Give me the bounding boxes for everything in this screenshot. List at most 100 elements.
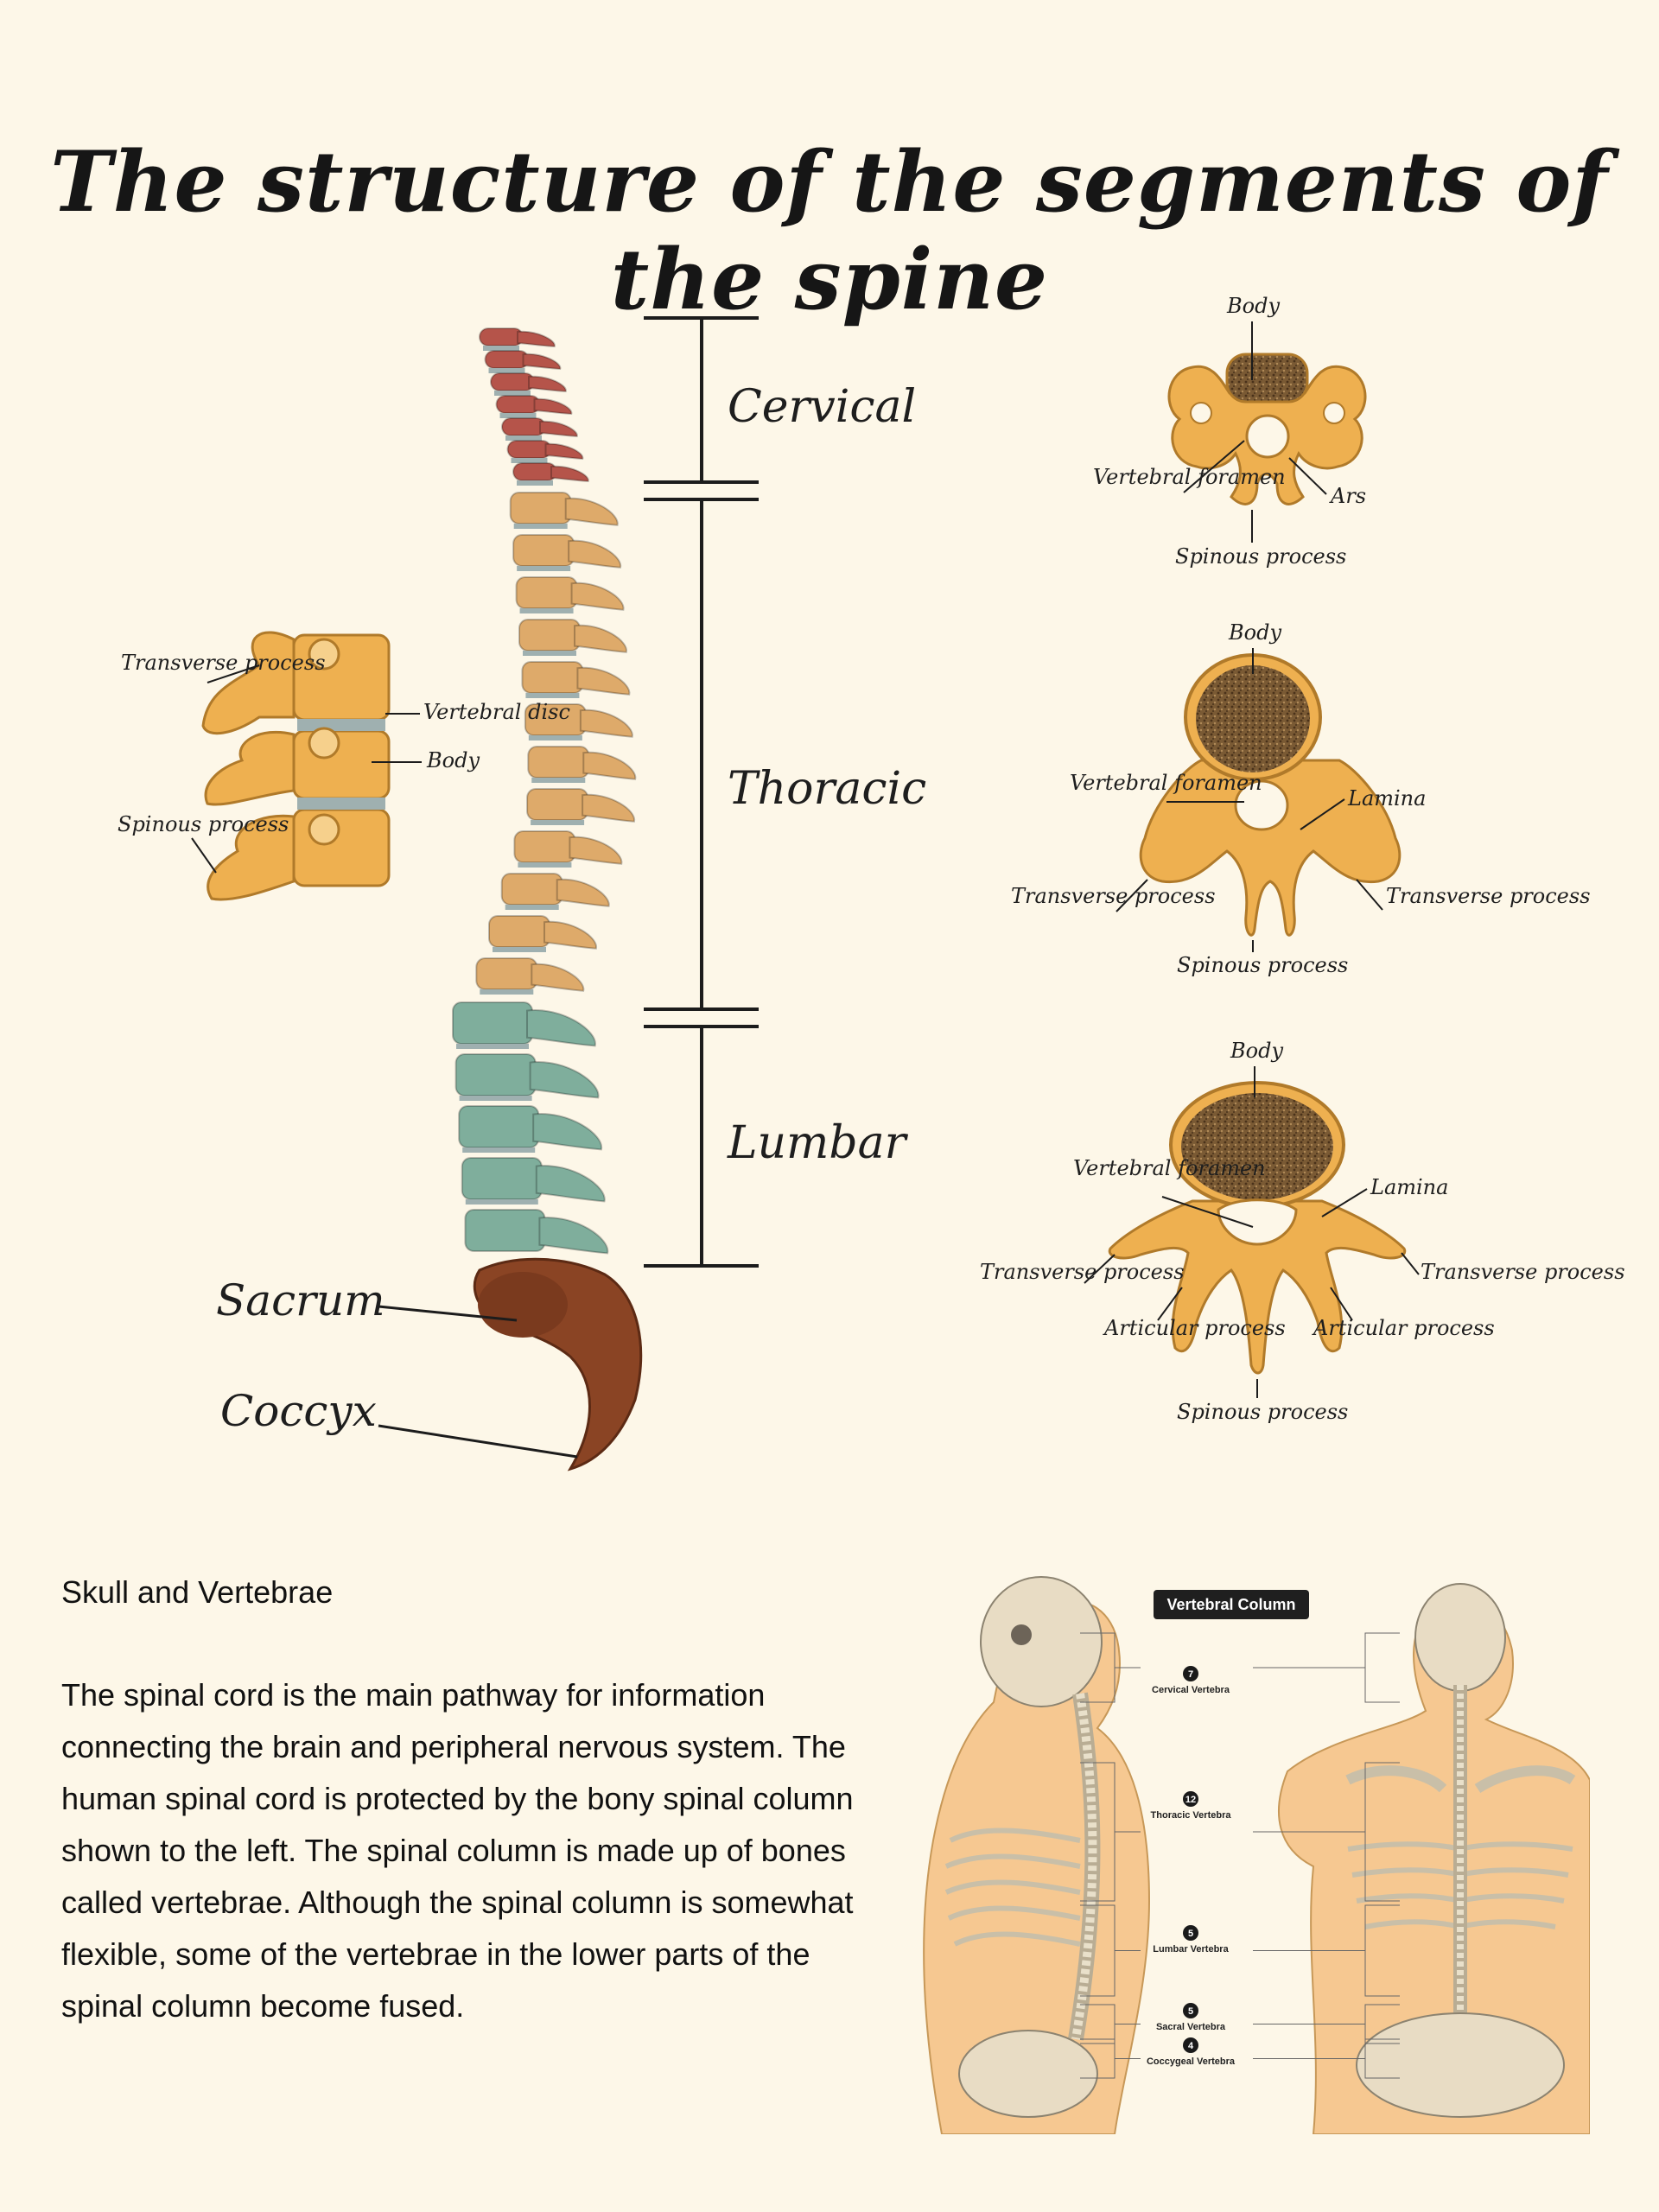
vertebra-body: [506, 440, 552, 459]
intervertebral-disc: [531, 778, 586, 783]
vertebra-body: [479, 327, 524, 346]
back-body-figure: [1278, 1583, 1590, 2134]
count-badge: [1183, 1925, 1198, 1941]
lumbar-transverse-right-label: Transverse process: [1421, 1260, 1625, 1284]
vertebra-body: [464, 1209, 546, 1252]
intervertebral-disc: [517, 566, 571, 571]
side-spinous-label: Spinous process: [118, 812, 289, 836]
spinous-process: [535, 1165, 606, 1203]
side-disc-label: Vertebral disc: [423, 700, 570, 724]
coccyx-label: Coccyx: [220, 1386, 377, 1436]
intervertebral-disc: [493, 947, 546, 952]
cervical-spinous-label: Spinous process: [1175, 544, 1346, 569]
spinous-process: [556, 878, 610, 907]
vertebra-body: [513, 830, 576, 863]
sacrum-label: Sacrum: [216, 1275, 385, 1325]
side-body-label: Body: [426, 748, 480, 772]
vertebra-body: [515, 576, 578, 609]
thoracic-body-label: Body: [1228, 620, 1281, 645]
lumbar-spinous-label: Spinous process: [1177, 1400, 1348, 1424]
vertebra-body: [500, 873, 563, 906]
intervertebral-disc: [511, 458, 548, 463]
spinous-process: [564, 497, 619, 526]
spinous-process: [573, 624, 627, 653]
vertebra-body: [454, 1053, 537, 1096]
vertebral-column: [452, 327, 637, 1255]
vertebra-body: [509, 492, 572, 524]
spine-diagram: Cervical Thoracic Lumbar Sacrum Coccyx T…: [118, 294, 1625, 1471]
thoracic-spinous-label: Spinous process: [1177, 953, 1348, 977]
thoracic-foramen-label: Vertebral foramen: [1070, 771, 1262, 795]
vertebra-body: [490, 372, 535, 391]
count-badge: [1183, 1791, 1198, 1807]
vertebra-body: [461, 1157, 543, 1200]
intervertebral-disc: [459, 1096, 532, 1101]
vertebra-count-label: Cervical Vertebra: [1152, 1685, 1230, 1695]
bracket-right: [1253, 1904, 1400, 1997]
spinous-process: [517, 330, 556, 348]
vertebra-body: [458, 1105, 540, 1148]
intervertebral-disc: [505, 435, 542, 441]
vertebra-body: [518, 619, 581, 652]
intervertebral-disc: [519, 608, 574, 613]
lumbar-foramen-label: Vertebral foramen: [1073, 1156, 1266, 1180]
vertebra-body: [495, 395, 541, 414]
bracket-right: [1253, 2004, 1400, 2044]
intervertebral-disc: [522, 651, 576, 656]
intervertebral-disc: [513, 524, 568, 529]
vertebra-body: [501, 417, 546, 436]
spinous-process: [531, 963, 585, 992]
bracket-left: [1080, 2004, 1141, 2044]
intervertebral-disc: [531, 820, 585, 825]
section-body-text: The spinal cord is the main pathway for …: [61, 1677, 854, 2024]
thoracic-lamina-label: Lamina: [1347, 786, 1426, 810]
lumbar-lamina-label: Lamina: [1370, 1175, 1448, 1199]
vertebra-count-label: Thoracic Vertebra: [1151, 1810, 1232, 1821]
section-heading: Skull and Vertebrae: [61, 1574, 334, 1610]
vertebra-count-label: Lumbar Vertebra: [1153, 1944, 1229, 1955]
page-title: The structure of the segments of the spi…: [50, 133, 1609, 329]
intervertebral-disc: [499, 413, 537, 418]
count-badge: [1183, 2003, 1198, 2018]
spinous-process: [569, 836, 623, 865]
bracket-right: [1253, 1632, 1400, 1703]
spinous-process: [582, 751, 637, 780]
thoracic-transverse-right-label: Transverse process: [1386, 884, 1591, 908]
spinous-process: [532, 1113, 602, 1151]
lumbar-label: Lumbar: [727, 1117, 909, 1169]
vertebra-count-label: Sacral Vertebra: [1156, 2022, 1226, 2032]
spinous-process: [544, 442, 584, 461]
intervertebral-disc: [525, 693, 580, 698]
lumbar-articular-left-label: Articular process: [1103, 1316, 1286, 1340]
spinous-process: [533, 397, 573, 416]
lumbar-articular-right-label: Articular process: [1312, 1316, 1495, 1340]
bracket-right: [1253, 2038, 1400, 2079]
intervertebral-disc: [456, 1044, 529, 1049]
spinous-process: [568, 539, 621, 569]
intervertebral-disc: [483, 346, 519, 351]
bracket-left: [1080, 2038, 1141, 2079]
intervertebral-disc: [505, 905, 559, 910]
vertebra-body: [512, 534, 575, 567]
bracket-right: [1253, 1762, 1400, 1902]
spinous-process: [570, 582, 625, 611]
count-number: 4: [1188, 2041, 1194, 2051]
thoracic-label: Thoracic: [728, 763, 926, 815]
spinous-process: [538, 1217, 609, 1255]
thoracic-transverse-left-label: Transverse process: [1011, 884, 1216, 908]
spinous-process: [528, 375, 567, 393]
bracket-left: [1080, 1762, 1141, 1902]
vertebral-column-title-box: [1154, 1590, 1309, 1619]
count-badge: [1183, 2037, 1198, 2053]
vertebra-body: [475, 957, 538, 990]
cervical-foramen-label: Vertebral foramen: [1093, 465, 1286, 489]
vertebra-body: [527, 746, 590, 779]
lumbar-transverse-left-label: Transverse process: [980, 1260, 1185, 1284]
intervertebral-disc: [462, 1147, 536, 1153]
vertebra-count-label: Coccygeal Vertebra: [1147, 2056, 1236, 2067]
vertebra-body: [512, 462, 557, 481]
vertebra-body: [526, 788, 589, 821]
spinous-process: [539, 420, 578, 438]
